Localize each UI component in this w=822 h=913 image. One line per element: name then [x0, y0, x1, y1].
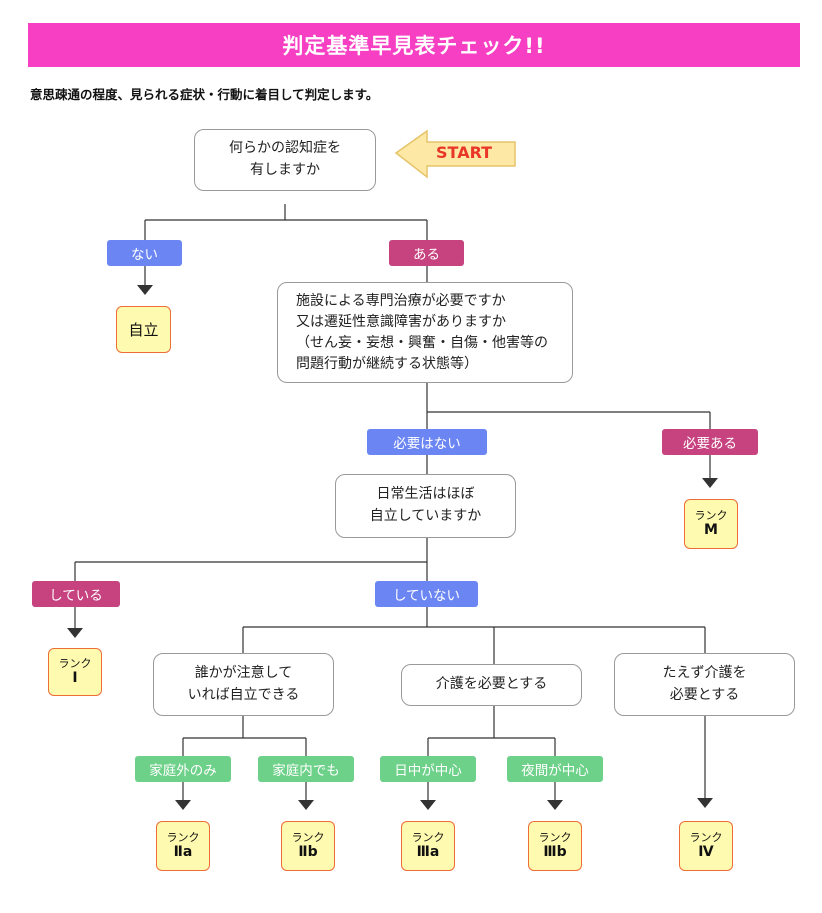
answer-yakan: 夜間が中心 [507, 756, 603, 782]
arrowhead [547, 800, 563, 810]
answer-katei-nai: 家庭内でも [258, 756, 354, 782]
answer-nai: ない [107, 240, 182, 266]
rank-value: Ⅳ [698, 844, 714, 861]
question-independent-with-attention: 誰かが注意して いれば自立できる [153, 653, 334, 716]
result-rank-iv: ランク Ⅳ [679, 821, 733, 871]
arrowhead [298, 800, 314, 810]
question-has-dementia: 何らかの認知症を 有しますか [194, 129, 376, 191]
answer-shiteiru: している [32, 581, 120, 607]
connector-q2 [426, 383, 711, 429]
rank-label: ランク [166, 831, 200, 844]
rank-value: Ⅲa [416, 844, 440, 861]
result-rank-iib: ランク Ⅱb [281, 821, 335, 871]
rank-label: ランク [58, 657, 92, 670]
rank-value: Ⅰ [72, 670, 78, 687]
arrowhead [67, 628, 83, 638]
result-rank-iia: ランク Ⅱa [156, 821, 210, 871]
arrowhead [175, 800, 191, 810]
arrowhead [697, 798, 713, 808]
page-subtitle: 意思疎通の程度、見られる症状・行動に着目して判定します。 [30, 87, 379, 102]
start-arrow-icon [394, 129, 516, 179]
question-needs-constant-care: たえず介護を 必要とする [614, 653, 795, 716]
question-special-treatment: 施設による専門治療が必要ですか 又は遷延性意識障害がありますか （せん妄・妄想・… [277, 282, 573, 383]
result-rank-iiib: ランク Ⅲb [528, 821, 582, 871]
connector-q4 [182, 716, 307, 756]
question-needs-care: 介護を必要とする [401, 664, 582, 706]
result-rank-m: ランク M [684, 499, 738, 549]
answer-katei-gai: 家庭外のみ [135, 756, 231, 782]
answer-shiteinai: していない [375, 581, 478, 607]
question-daily-life-independent: 日常生活はほぼ 自立していますか [335, 474, 516, 538]
rank-value: Ⅱa [173, 844, 193, 861]
rank-label: ランク [694, 509, 728, 522]
start-label: START [436, 143, 493, 162]
result-jiritsu: 自立 [116, 306, 171, 353]
connector-q5 [427, 706, 556, 756]
arrowhead [702, 478, 718, 488]
rank-label: ランク [291, 831, 325, 844]
rank-value: Ⅲb [543, 844, 567, 861]
answer-hitsuyou-nai: 必要はない [367, 429, 487, 455]
arrowhead [137, 285, 153, 295]
connector-shiteinai [242, 607, 706, 664]
result-rank-i: ランク Ⅰ [48, 648, 102, 696]
rank-label: ランク [411, 831, 445, 844]
answer-aru: ある [389, 240, 464, 266]
rank-value: Ⅱb [298, 844, 318, 861]
rank-label: ランク [538, 831, 572, 844]
result-label: 自立 [128, 320, 159, 339]
rank-value: M [704, 522, 718, 539]
connector-q1 [144, 204, 428, 240]
page-title: 判定基準早見表チェック!! [28, 23, 800, 67]
result-rank-iiia: ランク Ⅲa [401, 821, 455, 871]
answer-nicchu: 日中が中心 [380, 756, 476, 782]
answer-hitsuyou-aru: 必要ある [662, 429, 758, 455]
rank-label: ランク [689, 831, 723, 844]
arrowhead [420, 800, 436, 810]
connector-q3 [74, 538, 428, 581]
